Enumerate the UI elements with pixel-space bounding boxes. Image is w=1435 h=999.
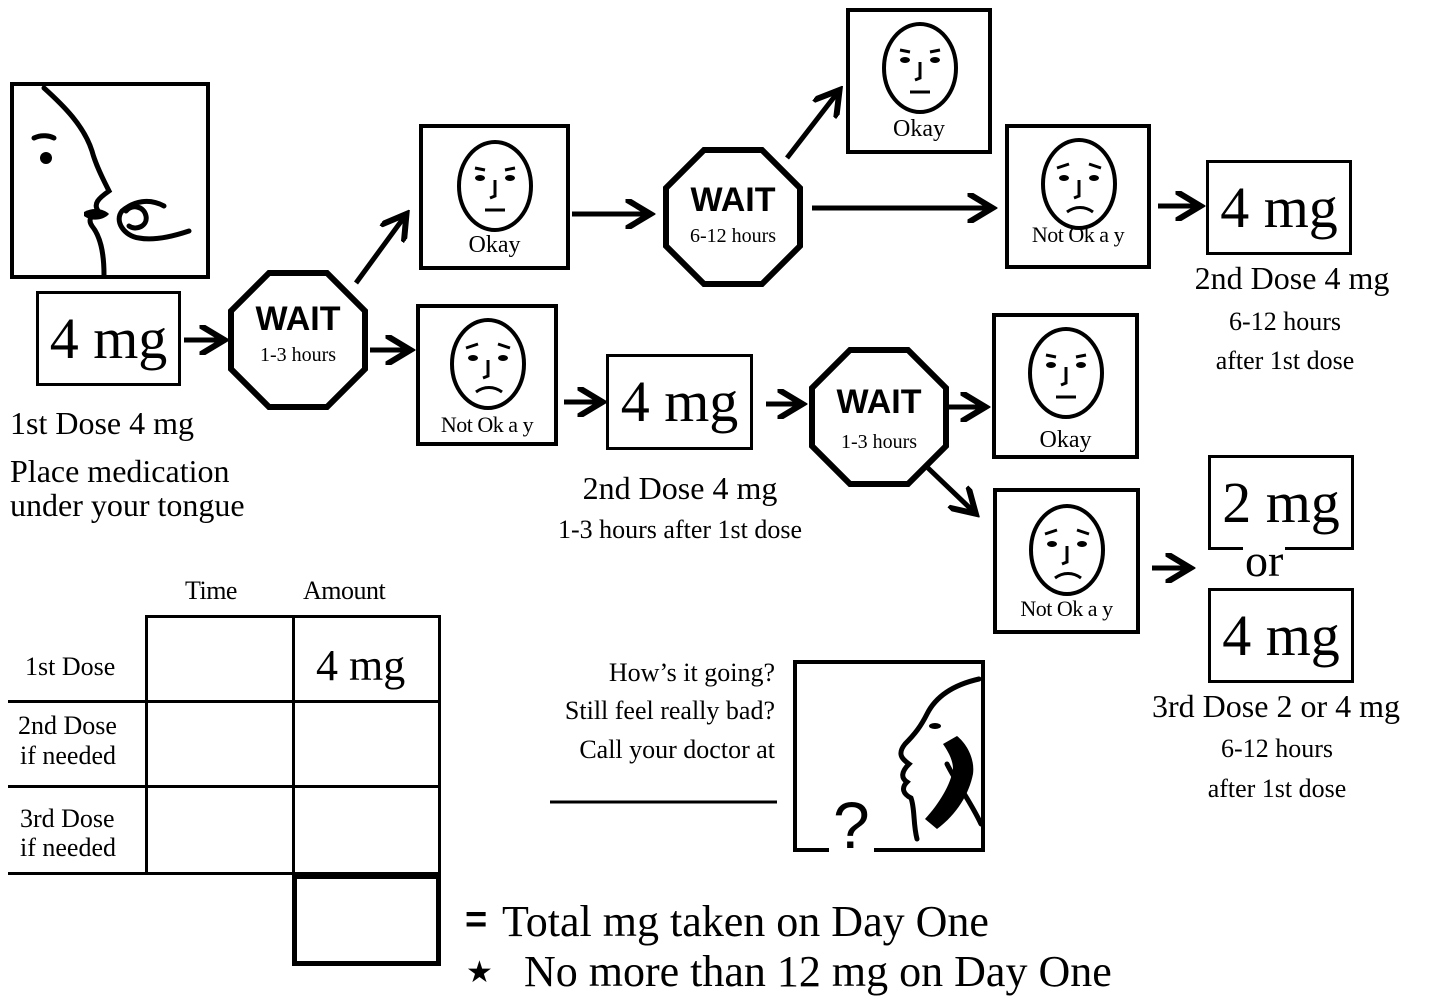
first-dose-amount: 4 mg	[49, 305, 168, 371]
third-dose-timing-line1: 6-12 hours	[1221, 734, 1333, 763]
happy-face-icon	[457, 140, 533, 232]
not-okay-face-card-1: Not Ok a y	[416, 304, 558, 446]
table-row3-label-2: if needed	[20, 833, 117, 862]
wait-2-word: WAIT	[690, 181, 776, 219]
table-line	[145, 615, 148, 875]
sad-face-icon	[450, 318, 526, 410]
first-dose-amount-box: 4 mg	[36, 291, 181, 386]
phone-call-illustration: ?	[793, 660, 985, 858]
wait-1-word: WAIT	[255, 300, 341, 338]
second-dose-b-amount-box: 4 mg	[606, 354, 753, 450]
second-dose-a-timing-line1: 6-12 hours	[1229, 307, 1341, 336]
sad-face-icon	[1029, 504, 1105, 596]
footer-total-text: Total mg taken on Day One	[502, 897, 989, 946]
table-row3-label-1: 3rd Dose	[20, 804, 115, 833]
table-header-amount: Amount	[303, 576, 386, 605]
third-dose-amount-b-box: 4 mg	[1208, 588, 1354, 683]
footer-star-icon: ★	[466, 955, 493, 990]
wait-3-word: WAIT	[836, 383, 922, 421]
person-taking-pill-icon	[31, 85, 192, 278]
first-dose-title: 1st Dose 4 mg	[10, 405, 194, 441]
total-mg-box[interactable]	[292, 874, 441, 966]
person-on-phone-icon	[898, 676, 984, 842]
table-line	[292, 615, 295, 875]
footer-limit-text: No more than 12 mg on Day One	[524, 947, 1112, 996]
call-line3: Call your doctor at	[579, 735, 775, 764]
second-dose-a-amount: 4 mg	[1220, 174, 1338, 240]
dose-log-table: Time Amount 1st Dose 4 mg 2nd Dose if ne…	[0, 570, 450, 970]
okay-face-card-1: Okay	[419, 124, 570, 270]
not-okay-label-1: Not Ok a y	[440, 412, 534, 437]
first-dose-instruction-line2: under your tongue	[10, 487, 245, 523]
second-dose-a-title: 2nd Dose 4 mg	[1194, 260, 1390, 296]
first-dose-instruction-line1: Place medication	[10, 453, 230, 489]
wait-sign-2: WAIT 6-12 hours	[663, 147, 803, 287]
stop-sign-icon	[228, 270, 368, 410]
third-dose-timing-line2: after 1st dose	[1207, 774, 1347, 803]
table-line	[438, 615, 441, 875]
third-dose-amount-a: 2 mg	[1222, 469, 1340, 535]
okay-face-card-3: Okay	[992, 313, 1139, 459]
second-dose-a-timing-line2: after 1st dose	[1215, 346, 1355, 375]
call-line2: Still feel really bad?	[564, 696, 775, 725]
wait-1-duration: 1-3 hours	[259, 344, 337, 366]
okay-label-1: Okay	[468, 232, 521, 258]
second-dose-b-timing: 1-3 hours after 1st dose	[557, 515, 803, 544]
happy-face-icon	[1028, 327, 1104, 419]
table-row1-label: 1st Dose	[25, 652, 116, 681]
not-okay-label-3: Not Ok a y	[1020, 596, 1113, 621]
wait-3-duration: 1-3 hours	[840, 431, 918, 453]
table-line	[8, 700, 441, 703]
second-dose-b-amount: 4 mg	[620, 369, 739, 434]
not-okay-face-card-3: Not Ok a y	[993, 488, 1140, 634]
stop-sign-icon	[663, 147, 803, 287]
table-line	[8, 872, 441, 875]
table-row2-label-2: if needed	[20, 741, 117, 770]
second-dose-b-title: 2nd Dose 4 mg	[582, 470, 778, 506]
table-row1-amount: 4 mg	[316, 641, 406, 690]
footer-equals-sign: =	[465, 899, 488, 941]
sad-face-icon	[1041, 138, 1117, 230]
wait-sign-3: WAIT 1-3 hours	[809, 347, 949, 487]
stop-sign-icon	[809, 347, 949, 487]
third-dose-amount-b: 4 mg	[1222, 602, 1340, 668]
happy-face-icon	[882, 22, 958, 114]
third-dose-title: 3rd Dose 2 or 4 mg	[1152, 688, 1400, 724]
wait-2-duration: 6-12 hours	[689, 225, 777, 247]
third-dose-or: or	[1243, 535, 1286, 586]
take-medication-illustration	[10, 82, 210, 279]
table-line	[8, 785, 441, 788]
wait-sign-1: WAIT 1-3 hours	[228, 270, 368, 410]
not-okay-face-card-2: Not Ok a y	[1005, 124, 1151, 269]
not-okay-label-2: Not Ok a y	[1031, 222, 1125, 247]
second-dose-a-amount-box: 4 mg	[1206, 160, 1352, 255]
okay-face-card-2: Okay	[846, 8, 992, 154]
table-header-time: Time	[185, 576, 237, 605]
question-mark: ?	[829, 792, 874, 858]
table-row2-label-1: 2nd Dose	[18, 711, 117, 740]
call-line1: How’s it going?	[608, 658, 775, 687]
okay-label-2: Okay	[893, 116, 945, 142]
okay-label-3: Okay	[1039, 427, 1092, 453]
